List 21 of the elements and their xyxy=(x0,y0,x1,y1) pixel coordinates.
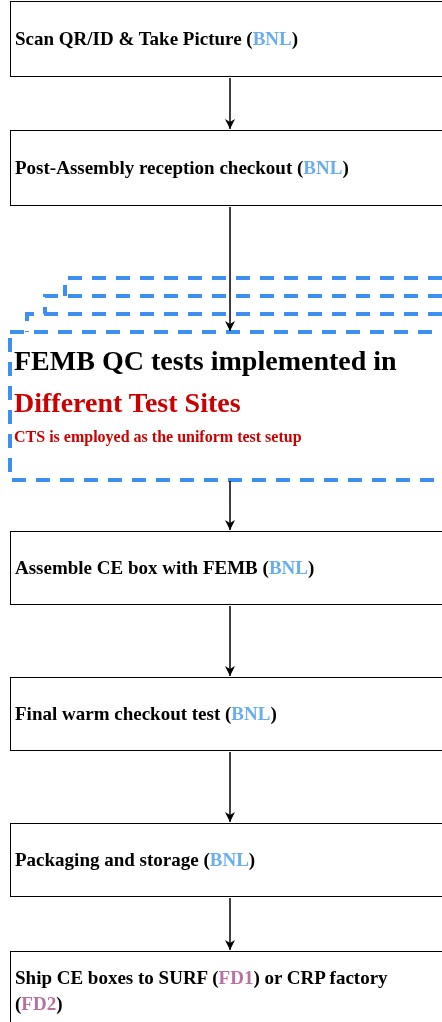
process-box xyxy=(10,823,442,897)
arrow xyxy=(225,605,235,677)
step-label: Ship CE boxes to SURF (FD1) or CRP factory (FD2) xyxy=(15,966,389,1016)
process-box xyxy=(10,951,442,1022)
arrow xyxy=(225,206,235,332)
step-label: Post-Assembly reception checkout (BNL) xyxy=(15,156,349,181)
step-label: Scan QR/ID & Take Picture (BNL) xyxy=(15,27,299,52)
note-text: CTS is employed as the uniform test setup xyxy=(14,428,303,446)
arrow xyxy=(225,77,235,130)
section-heading: FEMB QC tests implemented in xyxy=(14,345,397,376)
arrow xyxy=(225,751,235,823)
arrow xyxy=(225,480,235,531)
process-box xyxy=(10,1,442,77)
highlighted-heading: Different Test Sites xyxy=(14,387,241,418)
process-box xyxy=(10,677,442,751)
step-label: Assemble CE box with FEMB (BNL) xyxy=(15,556,315,581)
process-box xyxy=(10,130,442,206)
step-label: Packaging and storage (BNL) xyxy=(15,848,256,873)
arrow xyxy=(225,897,235,951)
process-box xyxy=(10,531,442,605)
step-label: Final warm checkout test (BNL) xyxy=(15,702,277,727)
